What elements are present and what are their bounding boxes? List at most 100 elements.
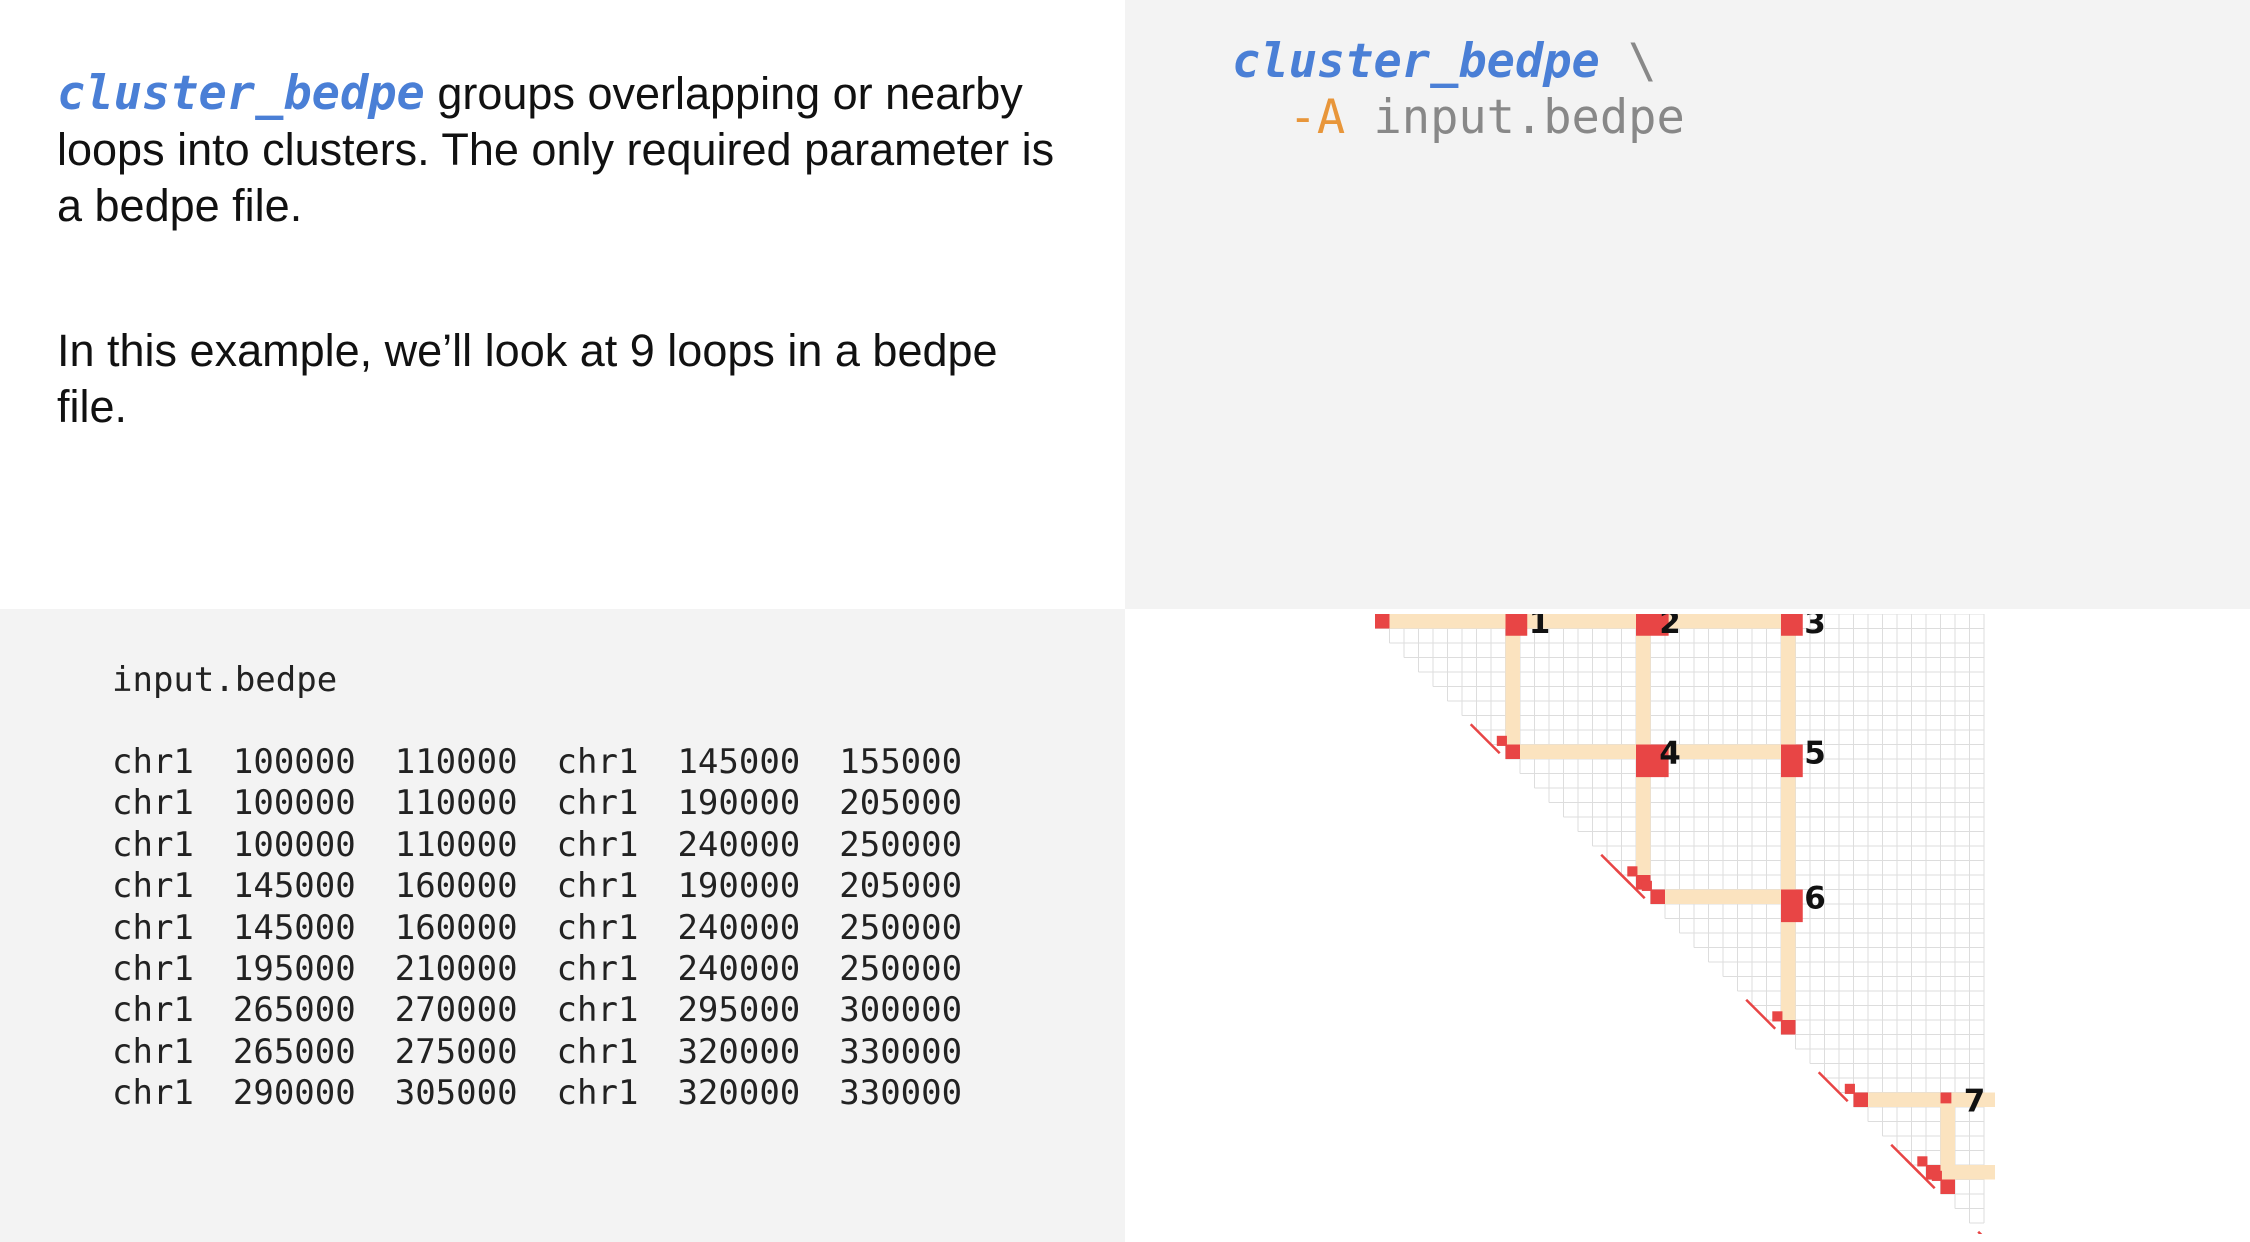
table-cell: 250000 (839, 907, 963, 948)
table-cell: 190000 (677, 783, 801, 824)
table-cell: 155000 (839, 742, 963, 782)
loop-column-band (1781, 889, 1796, 1035)
table-cell: 320000 (677, 1073, 801, 1114)
diagonal-anchor (1627, 866, 1638, 877)
diagonal-tick (1890, 1143, 1922, 1175)
table-cell: chr1 (112, 990, 194, 1031)
table-cell: 110000 (394, 783, 518, 824)
loop-pixel (1636, 614, 1669, 636)
loop-label: 4 (1659, 735, 1681, 771)
table-cell: chr1 (112, 742, 194, 782)
loop-label: 6 (1804, 880, 1826, 916)
table-cell: 110000 (394, 824, 518, 865)
loop-pixel (1636, 744, 1669, 778)
table-cell: 160000 (394, 907, 518, 948)
loop-column-band (1636, 744, 1651, 890)
table-cell: 320000 (677, 1031, 801, 1072)
diagonal-tick (1614, 868, 1646, 900)
description-panel (0, 0, 1125, 609)
table-cell: 300000 (839, 990, 963, 1031)
diagonal-anchor (1641, 880, 1652, 891)
diagonal-tick (1977, 1230, 1983, 1234)
diagonal-anchor (1505, 744, 1520, 759)
command-flag: -A (1288, 90, 1346, 145)
diagonal-anchor (1940, 1179, 1955, 1194)
table-cell: 160000 (394, 866, 518, 907)
example-paragraph: In this example, we’ll look at 9 loops i… (57, 325, 998, 432)
loop-label: 7 (1964, 1083, 1986, 1119)
loop-row-band (1853, 1092, 1995, 1107)
table-cell: 100000 (232, 742, 356, 782)
diagonal-anchor (1926, 1165, 1941, 1180)
loop-pixel (1781, 889, 1803, 923)
table-cell: 240000 (677, 824, 801, 865)
loop-pixel (1781, 744, 1803, 778)
table-cell: chr1 (556, 990, 639, 1031)
diagonal-anchor (1917, 1156, 1928, 1167)
diagonal-anchor (1853, 1092, 1868, 1107)
table-cell: chr1 (556, 742, 639, 782)
table-cell: chr1 (556, 866, 639, 907)
table-cell: chr1 (112, 949, 194, 990)
command-line-1: cluster_bedpe \ (1232, 34, 1656, 89)
table-cell: chr1 (112, 1073, 194, 1114)
loop-label: 2 (1659, 614, 1681, 641)
command-panel (1125, 0, 2250, 609)
intro-paragraph: cluster_bedpe groups overlapping or near… (57, 66, 1077, 234)
diagonal-anchor (1844, 1083, 1855, 1094)
diagonal-tick (1745, 998, 1777, 1030)
table-cell: 305000 (394, 1073, 518, 1114)
table-cell: chr1 (556, 907, 639, 948)
command-keyword: cluster_bedpe (57, 66, 425, 121)
diagonal-anchor (1375, 614, 1377, 616)
table-cell: 240000 (677, 949, 801, 990)
command-name: cluster_bedpe (1232, 34, 1600, 89)
contact-map: 123456789 (1375, 614, 1995, 1234)
loop-row-band (1650, 889, 1796, 904)
bedpe-file-panel (0, 609, 1125, 1242)
table-cell: 110000 (394, 742, 518, 782)
table-cell: 100000 (232, 783, 356, 824)
table-cell: 205000 (839, 866, 963, 907)
bedpe-table: chr1 100000 110000 chr1 145000 155000 chr1 1000… (112, 742, 1001, 1115)
table-cell: 270000 (394, 990, 518, 1031)
diagonal-anchor (1772, 1011, 1783, 1022)
line-continuation: \ (1599, 34, 1657, 89)
table-cell: 210000 (394, 949, 518, 990)
diagonal-tick (1817, 1071, 1849, 1103)
intro-paragraph-text: groups overlapping or nearby loops into … (57, 68, 1055, 231)
table-cell: 330000 (839, 1031, 963, 1072)
table-cell: chr1 (112, 866, 194, 907)
contact-map-panel (1125, 609, 2250, 1242)
diagonal-tick (1469, 723, 1501, 755)
table-cell: chr1 (112, 907, 194, 948)
table-cell: 250000 (839, 824, 963, 865)
command-line-2: -A input.bedpe (1232, 90, 1685, 145)
loop-pixel (1940, 1092, 1952, 1104)
table-cell: 290000 (232, 1073, 356, 1114)
file-title: input.bedpe (112, 660, 338, 700)
table-cell: 250000 (839, 949, 963, 990)
table-cell: chr1 (556, 1073, 639, 1114)
table-cell: 275000 (394, 1031, 518, 1072)
table-cell: chr1 (112, 824, 194, 865)
table-cell: 265000 (232, 990, 356, 1031)
loop-row-band (1375, 614, 1796, 629)
table-cell: 145000 (677, 742, 801, 782)
loop-label: 1 (1529, 614, 1551, 641)
table-row: chr1 100000 110000 chr1 145000 155000 (112, 742, 1001, 783)
table-cell: 265000 (232, 1031, 356, 1072)
table-cell: 295000 (677, 990, 801, 1031)
loop-label: 3 (1804, 614, 1826, 641)
loop-pixel (1781, 614, 1803, 636)
loop-row-band (1926, 1165, 1995, 1180)
table-cell: chr1 (556, 783, 639, 824)
table-cell: chr1 (112, 783, 194, 824)
command-argument: input.bedpe (1345, 90, 1685, 145)
